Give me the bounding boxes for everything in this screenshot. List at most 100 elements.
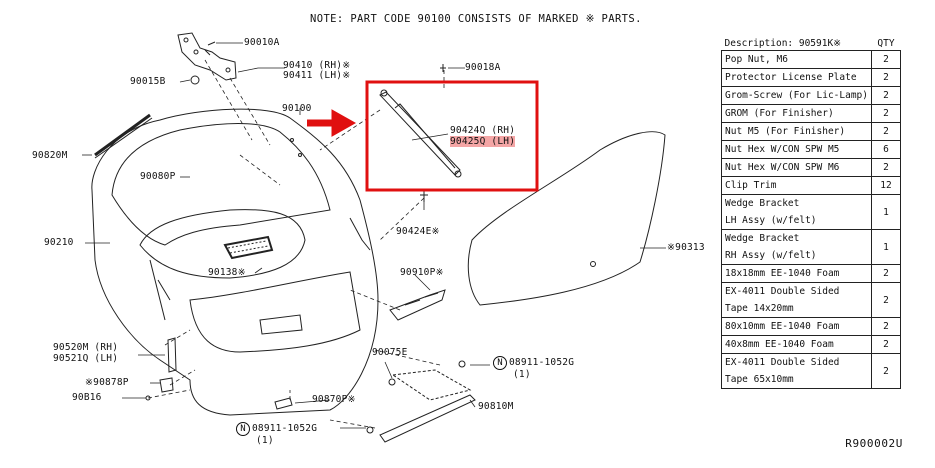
reference-code: R900002U — [845, 437, 903, 450]
part-description: Nut M5 (For Finisher) — [721, 122, 872, 141]
table-row: Grom-Screw (For Lic-Lamp)2 — [721, 86, 901, 105]
part-qty: 2 — [871, 50, 901, 69]
bracket-90910p — [389, 289, 446, 321]
liftgate-panel — [91, 108, 379, 416]
part-description-line1: EX-4011 Double Sided — [725, 286, 840, 297]
part-description: Nut Hex W/CON SPW M5 — [721, 140, 872, 159]
label-90521q: 90521Q (LH) — [53, 353, 119, 364]
label-90100: 90100 — [282, 103, 312, 114]
table-row: GROM (For Finisher)2 — [721, 104, 901, 123]
qty-header: QTY — [871, 37, 901, 51]
part-qty: 2 — [871, 122, 901, 141]
description-header: Description: 90591K※ — [721, 37, 872, 51]
hinge-part — [177, 32, 237, 81]
label-90424q: 90424Q (RH) — [450, 125, 516, 136]
part-description-line2: Tape 65x10mm — [725, 374, 794, 385]
gas-strut — [379, 89, 462, 178]
part-qty: 2 — [871, 282, 901, 318]
part-description: GROM (For Finisher) — [721, 104, 872, 123]
part-qty: 1 — [871, 194, 901, 230]
label-90210: 90210 — [44, 237, 74, 248]
part-description-line1: EX-4011 Double Sided — [725, 357, 840, 368]
label-90870p: 90870P※ — [312, 394, 356, 405]
highlight-arrow — [331, 109, 357, 137]
label-90018a: 90018A — [465, 62, 501, 73]
part-description: Wedge Bracket LH Assy (w/felt) — [721, 194, 872, 230]
highlight-box — [365, 80, 539, 192]
bolt-90015b — [190, 75, 200, 85]
bolt-90018a — [440, 64, 446, 72]
label-90425q: 90425Q (LH) — [450, 136, 516, 147]
label-90075e: 90075E — [372, 347, 408, 358]
part-description: Protector License Plate — [721, 68, 872, 87]
n-circle-icon: N — [236, 422, 250, 436]
label-90b16: 90B16 — [72, 392, 102, 403]
part-description: Clip Trim — [721, 176, 872, 195]
part-qty: 6 — [871, 140, 901, 159]
part-description: Pop Nut, M6 — [721, 50, 872, 69]
part-qty: 12 — [871, 176, 901, 195]
label-90910p: 90910P※ — [400, 267, 444, 278]
part-description: 18x18mm EE-1040 Foam — [721, 264, 872, 283]
n-circle-icon: N — [493, 356, 507, 370]
label-90313: ※90313 — [667, 242, 705, 253]
parts-table-header: Description: 90591K※ QTY — [721, 37, 901, 51]
part-description: Grom-Screw (For Lic-Lamp) — [721, 86, 872, 105]
part-description-line2: LH Assy (w/felt) — [725, 215, 817, 226]
label-90411: 90411 (LH)※ — [283, 70, 351, 81]
stopper-90520m — [167, 337, 177, 373]
garnish-90810m — [379, 394, 476, 443]
part-description: 40x8mm EE-1040 Foam — [721, 335, 872, 354]
label-90878p: ※90878P — [85, 377, 129, 388]
part-description: 80x10mm EE-1040 Foam — [721, 317, 872, 336]
part-qty: 2 — [871, 353, 901, 389]
part-qty: 2 — [871, 86, 901, 105]
part-description-line1: Wedge Bracket — [725, 198, 800, 209]
label-90424e: 90424E※ — [396, 226, 440, 237]
part-qty: 2 — [871, 335, 901, 354]
part-qty: 2 — [871, 264, 901, 283]
table-row: Wedge Bracket LH Assy (w/felt) 1 — [721, 194, 901, 230]
spoiler-90313 — [467, 131, 666, 306]
part-description-line2: RH Assy (w/felt) — [725, 250, 817, 261]
label-90080p: 90080P — [140, 171, 176, 182]
weatherstrip-90820m — [94, 113, 151, 157]
label-90820m: 90820M — [32, 150, 68, 161]
diagram-note: NOTE: PART CODE 90100 CONSISTS OF MARKED… — [310, 13, 642, 25]
part-qty: 1 — [871, 229, 901, 265]
part-qty: 2 — [871, 104, 901, 123]
label-90520m: 90520M (RH) — [53, 342, 119, 353]
label-90138: 90138※ — [208, 267, 246, 278]
part-description-line2: Tape 14x20mm — [725, 303, 794, 314]
cap-90878p — [159, 377, 174, 393]
label-90810m: 90810M — [478, 401, 514, 412]
part-qty: 2 — [871, 158, 901, 177]
part-description: Nut Hex W/CON SPW M6 — [721, 158, 872, 177]
label-90010a: 90010A — [244, 37, 280, 48]
part-qty: 2 — [871, 317, 901, 336]
label-90410: 90410 (RH)※ — [283, 60, 351, 71]
label-90015b: 90015B — [130, 76, 166, 87]
table-row: Nut M5 (For Finisher)2 — [721, 122, 901, 141]
bumper-90870p — [274, 397, 293, 410]
part-qty: 2 — [871, 68, 901, 87]
